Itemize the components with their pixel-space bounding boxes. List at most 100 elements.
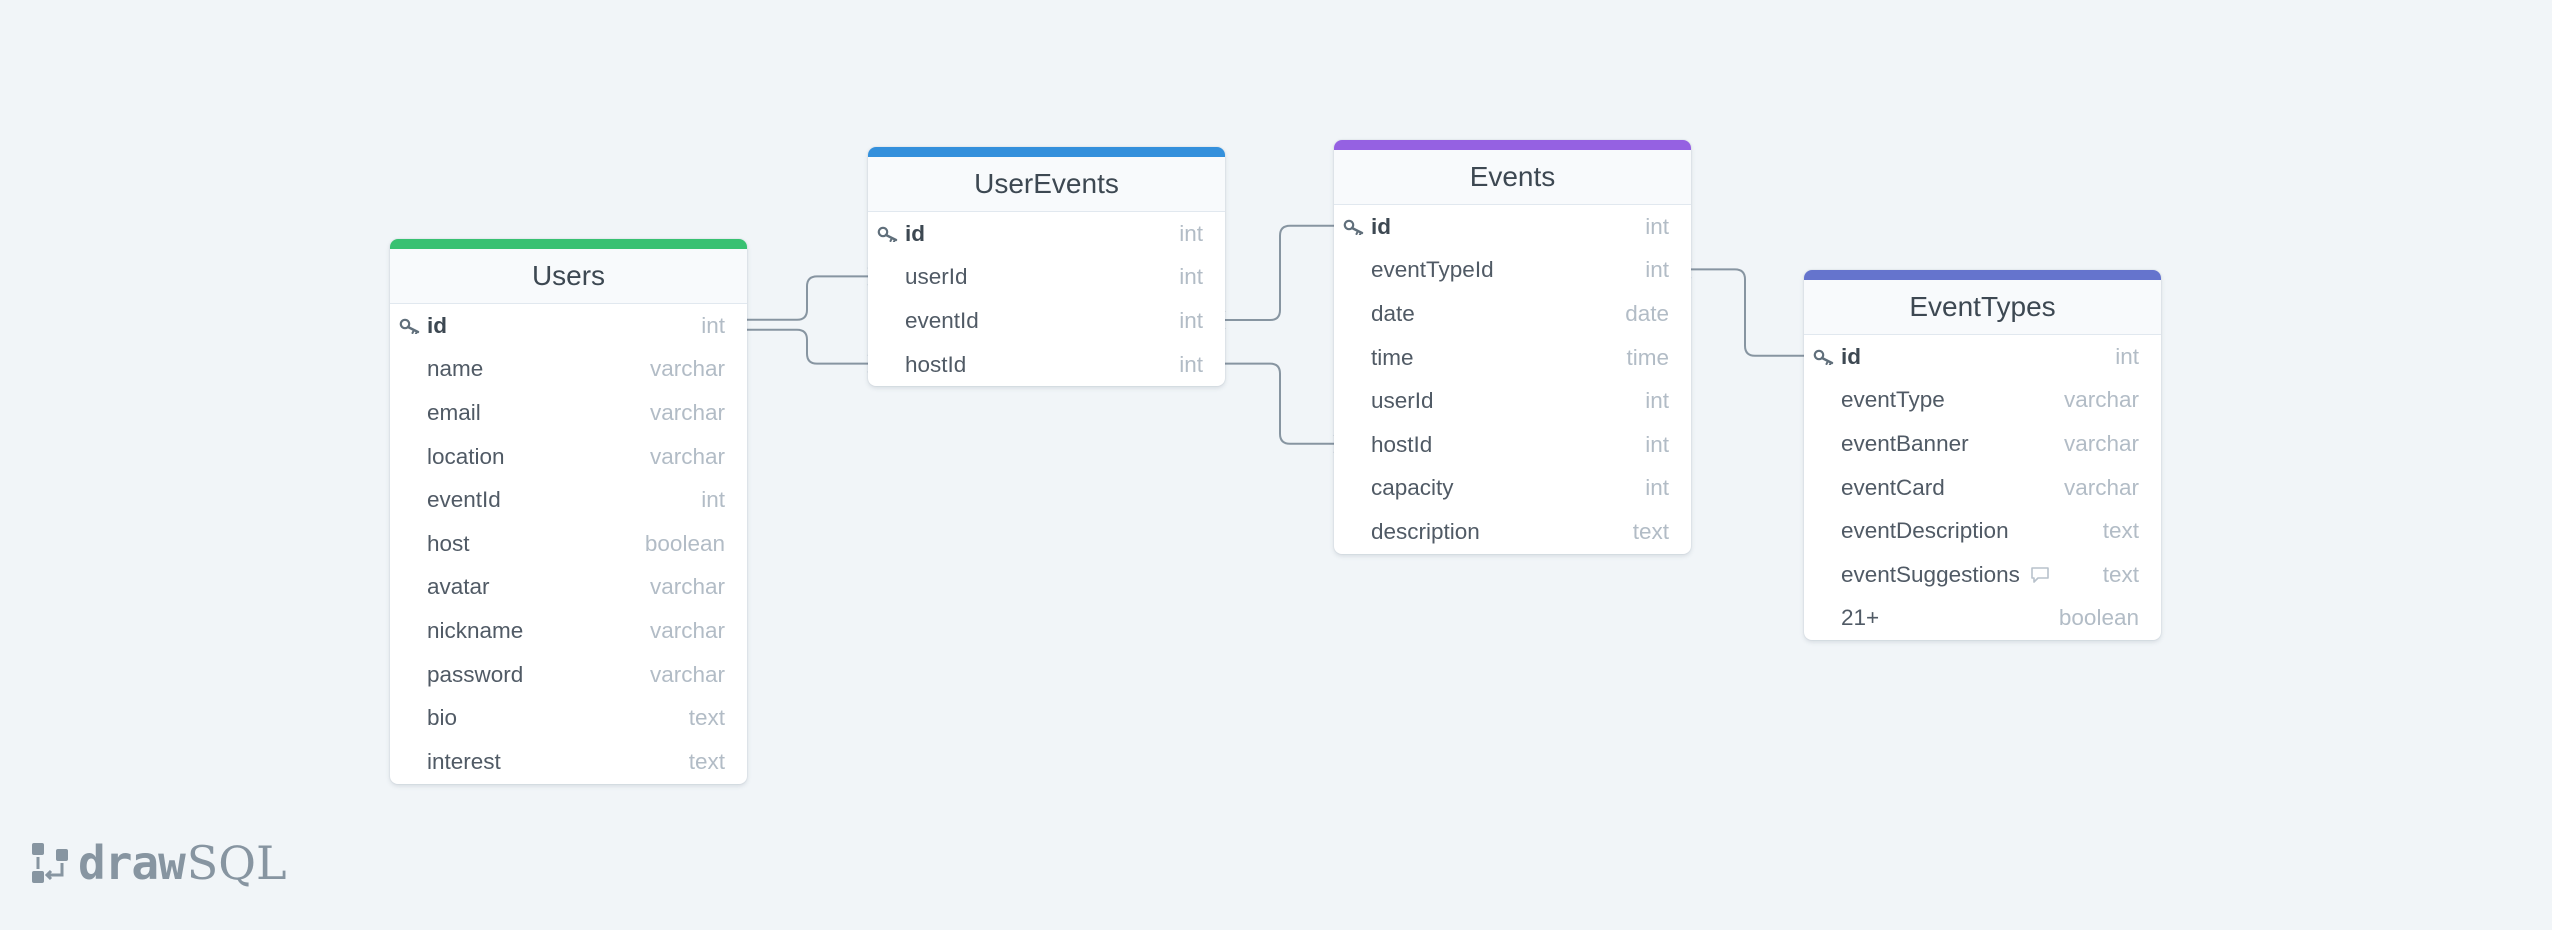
column-name: eventDescription — [1841, 518, 2009, 544]
table-row[interactable]: nickname varchar — [390, 609, 747, 653]
column-name: eventType — [1841, 387, 1945, 413]
column-type: varchar — [2063, 387, 2139, 413]
relation-users-userevents-user[interactable] — [747, 275, 868, 321]
column-type: text — [1632, 518, 1669, 544]
table-title: UserEvents — [974, 168, 1119, 199]
column-name: password — [427, 661, 524, 687]
table-header[interactable]: Events — [1334, 140, 1691, 205]
column-type: date — [1625, 300, 1669, 326]
column-name: eventSuggestions — [1841, 561, 2020, 587]
table-header[interactable]: EventTypes — [1804, 270, 2161, 335]
column-type: int — [1645, 431, 1669, 457]
table-row[interactable]: eventType varchar — [1804, 379, 2161, 423]
column-name: eventBanner — [1841, 430, 1969, 456]
column-type: int — [1179, 220, 1203, 246]
table-header[interactable]: Users — [390, 239, 747, 304]
column-type: boolean — [644, 530, 725, 556]
column-name: email — [427, 399, 481, 425]
table-title: Events — [1469, 161, 1556, 192]
table-row[interactable]: date date — [1334, 292, 1691, 336]
column-name: eventCard — [1841, 474, 1945, 500]
column-name: eventId — [427, 487, 501, 513]
table-row[interactable]: id int — [868, 212, 1225, 256]
column-name: nickname — [427, 617, 524, 643]
table-row[interactable]: eventId int — [868, 299, 1225, 343]
column-type: varchar — [649, 399, 725, 425]
relation-events-userevents-event[interactable] — [1225, 224, 1334, 321]
relation-users-userevents-host[interactable] — [747, 328, 868, 365]
table-row[interactable]: bio text — [390, 696, 747, 740]
table-row[interactable]: host boolean — [390, 522, 747, 566]
primary-key-icon — [1343, 219, 1364, 235]
relation-userevents-events-host[interactable] — [1225, 362, 1334, 445]
column-type: text — [688, 705, 725, 731]
column-type: int — [1645, 257, 1669, 283]
column-name: avatar — [427, 574, 490, 600]
column-type: varchar — [649, 617, 725, 643]
table-row[interactable]: eventDescription text — [1804, 509, 2161, 553]
drawsql-logo-icon — [32, 843, 68, 883]
column-type: int — [2115, 343, 2139, 369]
table-title: Users — [531, 260, 606, 291]
logo-wordmark-draw: draw — [78, 836, 186, 890]
column-name: id — [905, 220, 925, 246]
column-type: varchar — [649, 356, 725, 382]
column-type: int — [1645, 213, 1669, 239]
column-name: name — [427, 356, 484, 382]
column-name: bio — [427, 705, 458, 731]
column-type: varchar — [2063, 474, 2139, 500]
table-row[interactable]: eventId int — [390, 478, 747, 522]
column-type: int — [1179, 307, 1203, 333]
table-header[interactable]: UserEvents — [868, 147, 1225, 212]
column-type: text — [2102, 518, 2139, 544]
column-type: int — [701, 487, 725, 513]
table-row[interactable]: eventSuggestions text — [1804, 553, 2161, 597]
column-type: time — [1626, 344, 1669, 370]
column-name: eventId — [905, 307, 979, 333]
column-type: text — [2102, 561, 2139, 587]
table-row[interactable]: userId int — [1334, 379, 1691, 423]
primary-key-icon — [877, 226, 898, 242]
table-row[interactable]: name varchar — [390, 348, 747, 392]
table-row[interactable]: eventBanner varchar — [1804, 422, 2161, 466]
column-name: id — [1841, 343, 1861, 369]
column-name: date — [1371, 300, 1415, 326]
column-type: int — [1645, 388, 1669, 414]
table-row[interactable]: email varchar — [390, 391, 747, 435]
relation-eventtypes-events-type[interactable] — [1691, 268, 1804, 357]
column-type: int — [1645, 475, 1669, 501]
column-name: userId — [1371, 388, 1434, 414]
primary-key-icon — [399, 318, 420, 334]
column-name: host — [427, 530, 470, 556]
column-type: boolean — [2058, 605, 2139, 631]
column-type: varchar — [649, 661, 725, 687]
column-type: varchar — [649, 443, 725, 469]
table-row[interactable]: 21+boolean — [1804, 597, 2161, 641]
table-row[interactable]: eventCard varchar — [1804, 466, 2161, 510]
table-row[interactable]: password varchar — [390, 653, 747, 697]
column-type: text — [688, 748, 725, 774]
drawsql-logo[interactable]: draw SQL — [30, 836, 287, 890]
column-type: varchar — [2063, 430, 2139, 456]
column-type: int — [1179, 264, 1203, 290]
comment-note-icon[interactable] — [2030, 566, 2050, 584]
table-row[interactable]: id int — [1804, 335, 2161, 379]
